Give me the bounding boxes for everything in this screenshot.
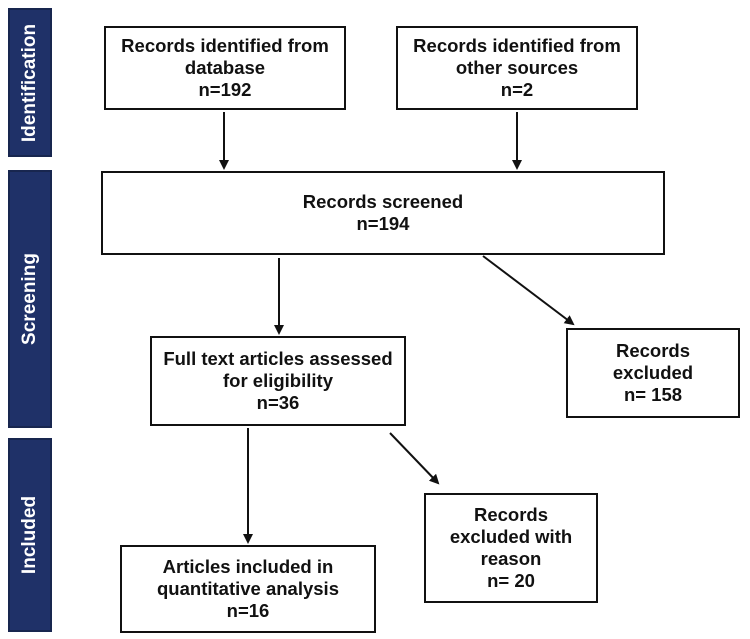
box-full-text-assessed-line1: Full text articles assessed [163, 348, 393, 369]
box-records-excluded-line3: n= 158 [623, 384, 683, 405]
box-records-database-line3: n=192 [198, 79, 252, 100]
box-records-screened-line2: n=194 [356, 213, 410, 234]
box-records-other-sources: Records identified from other sources n=… [396, 26, 638, 110]
box-records-other-sources-line3: n=2 [500, 79, 534, 100]
box-records-excluded-line1: Records [615, 340, 691, 361]
box-records-database-line1: Records identified from [121, 35, 329, 56]
box-records-database: Records identified from database n=192 [104, 26, 346, 110]
box-records-excluded-with-reason-line1: Records [473, 504, 549, 525]
box-records-screened-line1: Records screened [302, 191, 464, 212]
box-full-text-assessed: Full text articles assessed for eligibil… [150, 336, 406, 426]
box-full-text-assessed-line2: for eligibility [223, 370, 333, 391]
box-records-excluded: Records excluded n= 158 [566, 328, 740, 418]
box-articles-included-line3: n=16 [226, 600, 270, 621]
box-records-excluded-with-reason-line2: excluded with [449, 526, 573, 547]
phase-identification: Identification [8, 8, 52, 157]
box-records-excluded-with-reason: Records excluded with reason n= 20 [424, 493, 598, 603]
phase-included: Included [8, 438, 52, 632]
box-articles-included: Articles included in quantitative analys… [120, 545, 376, 633]
phase-screening-label: Screening [19, 253, 40, 345]
box-articles-included-line2: quantitative analysis [157, 578, 339, 599]
arrow-full-text-to-excluded-reason [389, 432, 440, 485]
phase-identification-label: Identification [19, 23, 41, 142]
box-records-excluded-with-reason-line3: reason [480, 548, 542, 569]
arrow-screened-to-excluded [482, 255, 575, 326]
phase-screening: Screening [8, 170, 52, 428]
box-records-database-line2: database [184, 57, 266, 78]
box-records-excluded-with-reason-line4: n= 20 [487, 570, 535, 591]
box-records-screened: Records screened n=194 [101, 171, 665, 255]
box-articles-included-line1: Articles included in [162, 556, 334, 577]
box-records-other-sources-line1: Records identified from [413, 35, 621, 56]
box-records-excluded-line2: excluded [612, 362, 694, 383]
phase-included-label: Included [19, 495, 40, 575]
box-records-other-sources-line2: other sources [455, 57, 579, 78]
box-full-text-assessed-line3: n=36 [256, 392, 300, 413]
